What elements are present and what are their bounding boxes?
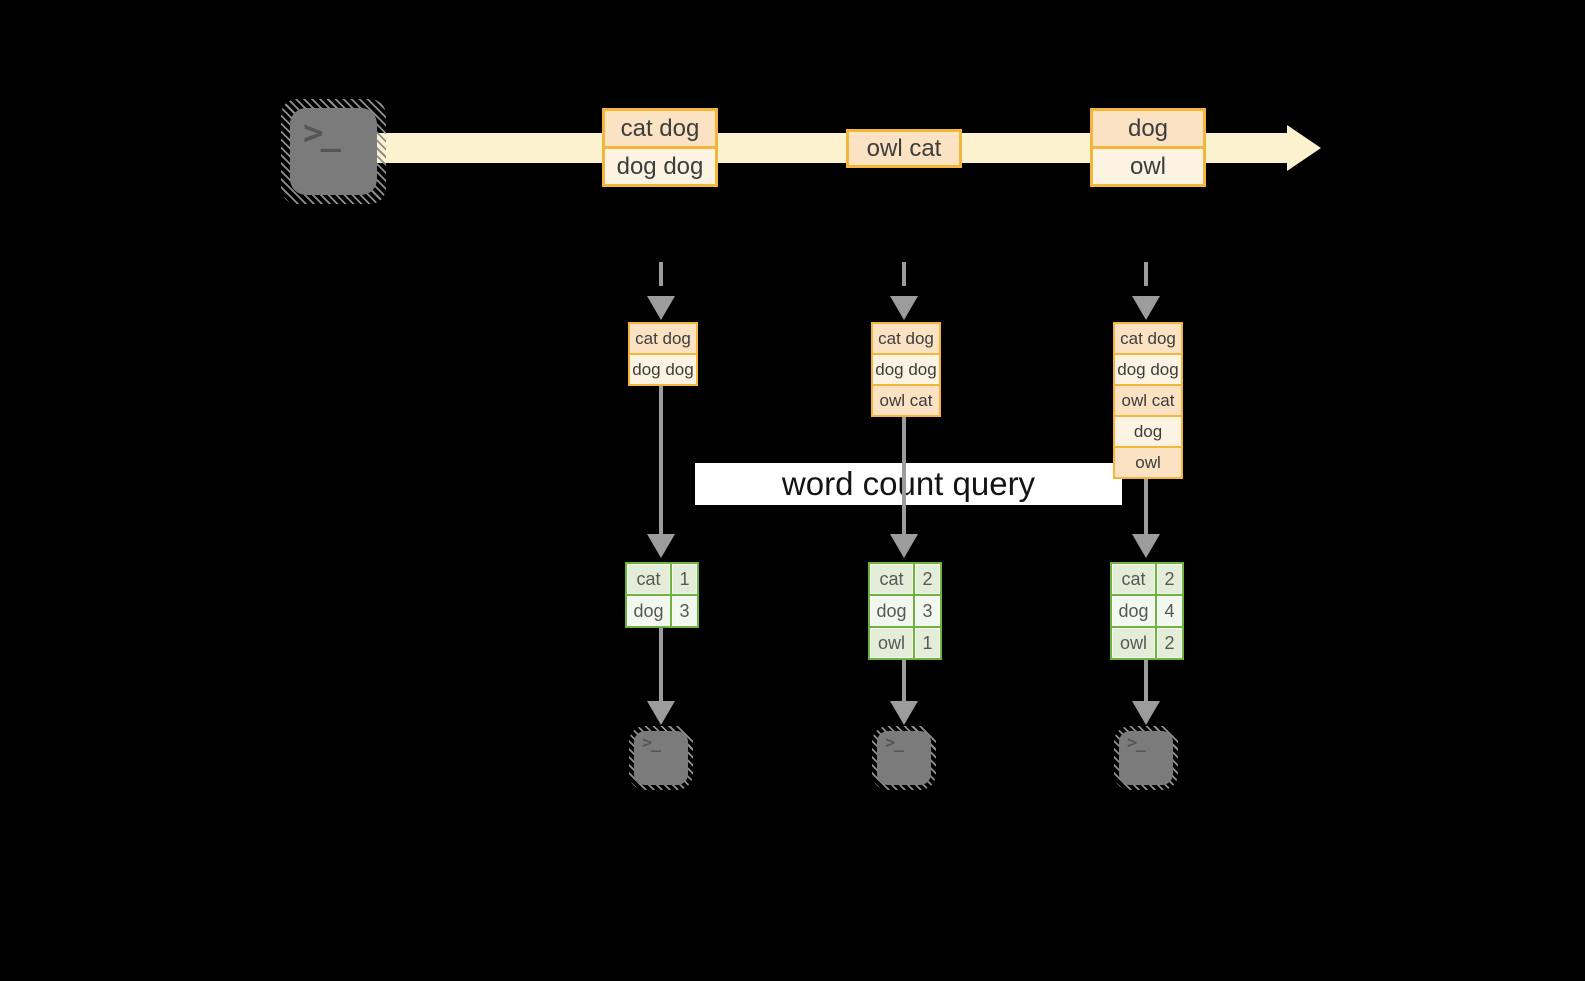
stream-event-text: dog dog [605, 146, 715, 184]
sink-terminal-icon: >_ [629, 726, 693, 790]
arrow-shaft [659, 628, 663, 701]
source-terminal-icon: >_ [281, 99, 386, 204]
query-label: word count query [781, 465, 1036, 502]
terminal-face: >_ [290, 108, 377, 195]
count-value: 2 [1157, 628, 1182, 658]
terminal-prompt-glyph: >_ [642, 733, 661, 753]
count-word: cat [1112, 564, 1155, 594]
query-arrow [890, 417, 918, 558]
terminal-prompt-glyph: >_ [885, 733, 904, 753]
arrow-shaft [902, 417, 906, 534]
arrow-tip-icon [647, 296, 675, 320]
count-word: dog [627, 596, 670, 626]
arrow-tip-icon [1132, 701, 1160, 725]
ingest-arrow [647, 262, 675, 320]
arrow-tip-icon [890, 296, 918, 320]
count-value: 2 [915, 564, 940, 594]
stream-event-box: owl cat [846, 129, 962, 168]
terminal-prompt-glyph: >_ [1127, 733, 1146, 753]
buffered-event-text: owl [1115, 446, 1181, 477]
stream-event-text: owl [1093, 146, 1203, 184]
output-arrow [647, 628, 675, 725]
arrow-shaft [902, 262, 906, 296]
stream-event-text: cat dog [605, 111, 715, 146]
terminal-face: >_ [877, 731, 931, 785]
sink-terminal-icon: >_ [1114, 726, 1178, 790]
count-word: owl [1112, 628, 1155, 658]
count-value: 3 [915, 596, 940, 626]
sink-terminal-icon: >_ [872, 726, 936, 790]
count-word: cat [870, 564, 913, 594]
arrow-tip-icon [890, 534, 918, 558]
count-value: 4 [1157, 596, 1182, 626]
arrow-shaft [1144, 479, 1148, 534]
buffered-event-text: dog dog [1115, 353, 1181, 384]
count-value: 1 [915, 628, 940, 658]
buffered-event-text: owl cat [1115, 384, 1181, 415]
count-value: 1 [672, 564, 697, 594]
output-arrow [1132, 660, 1160, 725]
terminal-face: >_ [1119, 731, 1173, 785]
ingest-arrow [890, 262, 918, 320]
count-value: 3 [672, 596, 697, 626]
count-word: dog [870, 596, 913, 626]
ingest-arrow [1132, 262, 1160, 320]
arrow-shaft [659, 386, 663, 534]
arrow-shaft [902, 660, 906, 701]
buffered-event-text: cat dog [630, 324, 696, 353]
buffered-event-text: owl cat [873, 384, 939, 415]
count-value: 2 [1157, 564, 1182, 594]
arrow-tip-icon [647, 701, 675, 725]
buffered-event-text: dog [1115, 415, 1181, 446]
buffered-event-text: dog dog [873, 353, 939, 384]
buffered-event-text: cat dog [873, 324, 939, 353]
arrow-tip-icon [1132, 534, 1160, 558]
stream-event-text: dog [1093, 111, 1203, 146]
query-arrow [647, 386, 675, 558]
count-word: owl [870, 628, 913, 658]
arrow-tip-icon [1132, 296, 1160, 320]
buffered-event-text: cat dog [1115, 324, 1181, 353]
buffered-event-text: dog dog [630, 353, 696, 384]
arrow-tip-icon [890, 701, 918, 725]
query-label-band: word count query [695, 463, 1122, 505]
stream-arrowhead-icon [1287, 125, 1321, 171]
query-arrow [1132, 479, 1160, 558]
terminal-prompt-glyph: >_ [303, 113, 341, 153]
output-arrow [890, 660, 918, 725]
arrow-shaft [1144, 660, 1148, 701]
arrow-shaft [659, 262, 663, 296]
arrow-shaft [1144, 262, 1148, 296]
terminal-face: >_ [634, 731, 688, 785]
count-word: dog [1112, 596, 1155, 626]
count-word: cat [627, 564, 670, 594]
stream-event-text: owl cat [849, 132, 959, 165]
arrow-tip-icon [647, 534, 675, 558]
